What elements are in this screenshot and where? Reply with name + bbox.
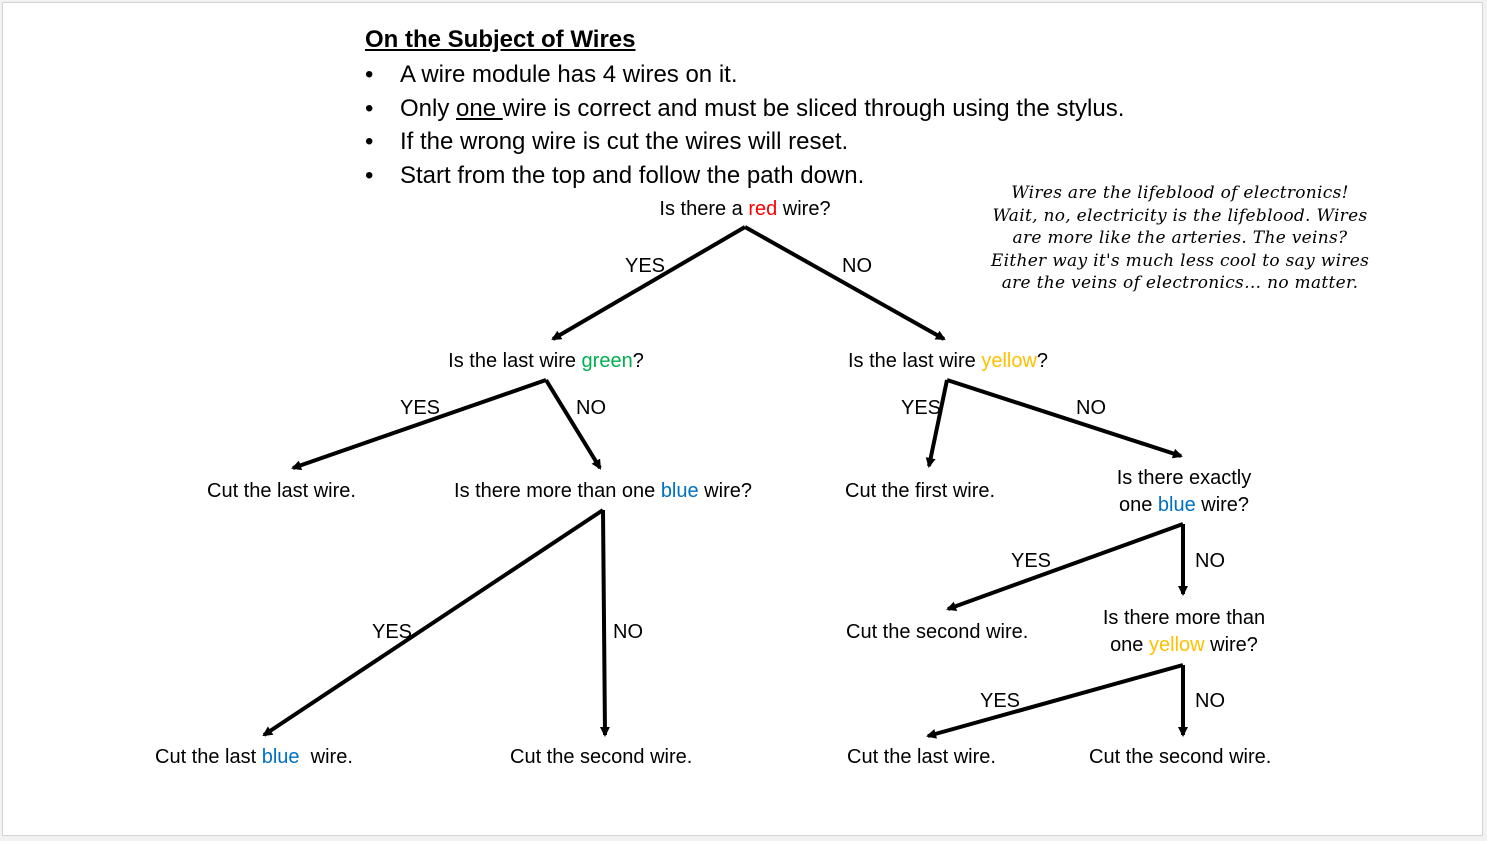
answer-cut-last: Cut the last wire. (207, 480, 356, 502)
arrow-red-no (744, 225, 946, 341)
arrow-moreblue-yes (262, 508, 605, 737)
question-last-yellow: Is the last wire yellow? (848, 349, 1048, 373)
question-more-than-one-blue: Is there more than one blue wire? (454, 479, 752, 503)
question-more-than-one-yellow: Is there more than one yellow wire? (1103, 605, 1265, 659)
edge-label-no: NO (1195, 690, 1225, 712)
rule-text-emphasis: one (456, 94, 503, 122)
bullet-icon: • (365, 128, 374, 155)
arrow-moreblue-no (599, 509, 610, 737)
question-red-wire: Is there a red wire? (659, 197, 830, 221)
bullet-icon: • (365, 61, 374, 88)
note-line: are the veins of electronics… no matter. (1001, 273, 1359, 293)
rules-list: • A wire module has 4 wires on it. • Only … (365, 58, 1124, 192)
question-text: Is there more than (1102, 607, 1266, 629)
note-line: are more like the arteries. The veins? (1012, 228, 1348, 248)
note-line: Wait, no, electricity is the lifeblood. … (992, 205, 1368, 226)
color-word-blue: blue (660, 480, 699, 502)
question-text: wire? (698, 480, 752, 502)
answer-text: Cut the last (155, 746, 262, 768)
answer-cut-last-blue: Cut the last blue wire. (155, 745, 353, 769)
page-title: On the Subject of Wires (365, 26, 636, 53)
arrow-oneblue-yes (946, 522, 1184, 611)
handwritten-note: Wires are the lifeblood of electronics! … (940, 182, 1420, 295)
answer-cut-second: Cut the second wire. (510, 746, 693, 768)
color-word-yellow: yellow (981, 350, 1037, 372)
note-line: Wires are the lifeblood of electronics! (1011, 183, 1349, 203)
arrow-yellow-yes (925, 379, 949, 468)
edge-label-yes: YES (980, 690, 1021, 712)
rule-item: • Start from the top and follow the path … (365, 159, 1124, 193)
question-text: one (1118, 494, 1158, 516)
arrow-green-no (544, 378, 602, 470)
note-line: Either way it's much less cool to say wi… (990, 250, 1370, 271)
arrow-red-yes (551, 225, 747, 341)
question-text: wire? (1204, 634, 1258, 656)
question-line-2: one yellow wire? (1103, 632, 1265, 659)
rule-item: • A wire module has 4 wires on it. (365, 58, 1124, 92)
edge-label-yes: YES (372, 621, 413, 643)
color-word-green: green (581, 350, 633, 372)
edge-label-yes: YES (625, 255, 666, 277)
question-text: Is there a (659, 198, 749, 220)
color-word-red: red (748, 198, 778, 220)
edge-label-no: NO (842, 255, 872, 277)
rule-text: Start from the top and follow the path d… (400, 161, 865, 189)
question-line-2: one blue wire? (1117, 492, 1252, 519)
edge-label-no: NO (1195, 550, 1225, 572)
question-text: one (1110, 634, 1149, 656)
rule-item: • If the wrong wire is cut the wires will… (365, 125, 1124, 159)
answer-text: wire. (299, 746, 353, 768)
rule-text-end: wire is correct and must be sliced throu… (502, 94, 1125, 122)
question-text: Is there more than one (454, 480, 661, 502)
rule-text-start: Only (400, 94, 457, 122)
color-word-blue: blue (1157, 494, 1196, 516)
color-word-blue: blue (261, 746, 300, 768)
rule-text: A wire module has 4 wires on it. (400, 61, 738, 88)
rule-text: If the wrong wire is cut the wires will … (400, 128, 849, 155)
answer-cut-second: Cut the second wire. (1089, 746, 1272, 768)
arrow-yellow-no (946, 378, 1183, 459)
edge-label-no: NO (1076, 397, 1106, 419)
edge-label-yes: YES (901, 397, 942, 419)
edge-label-no: NO (613, 621, 643, 643)
arrow-green-yes (291, 378, 547, 471)
edge-label-no: NO (576, 397, 606, 419)
answer-cut-last: Cut the last wire. (847, 746, 996, 768)
question-text: ? (632, 350, 644, 372)
question-text: ? (1036, 350, 1049, 372)
bullet-icon: • (365, 161, 374, 189)
question-text: Is the last wire (847, 350, 982, 372)
question-text: Is there exactly (1116, 467, 1252, 489)
edge-label-yes: YES (1011, 550, 1052, 572)
bullet-icon: • (365, 94, 374, 122)
edge-label-yes: YES (400, 397, 441, 419)
answer-cut-second: Cut the second wire. (846, 621, 1029, 643)
question-last-green: Is the last wire green? (448, 349, 644, 373)
question-text: wire? (777, 198, 831, 220)
question-text: wire? (1195, 494, 1250, 516)
question-text: Is the last wire (448, 350, 582, 372)
answer-cut-first: Cut the first wire. (845, 480, 996, 502)
arrow-moreyellow-yes (926, 663, 1184, 739)
rule-item: • Only one wire is correct and must be sl… (365, 92, 1124, 126)
color-word-yellow: yellow (1149, 634, 1205, 656)
question-exactly-one-blue: Is there exactly one blue wire? (1117, 465, 1252, 519)
